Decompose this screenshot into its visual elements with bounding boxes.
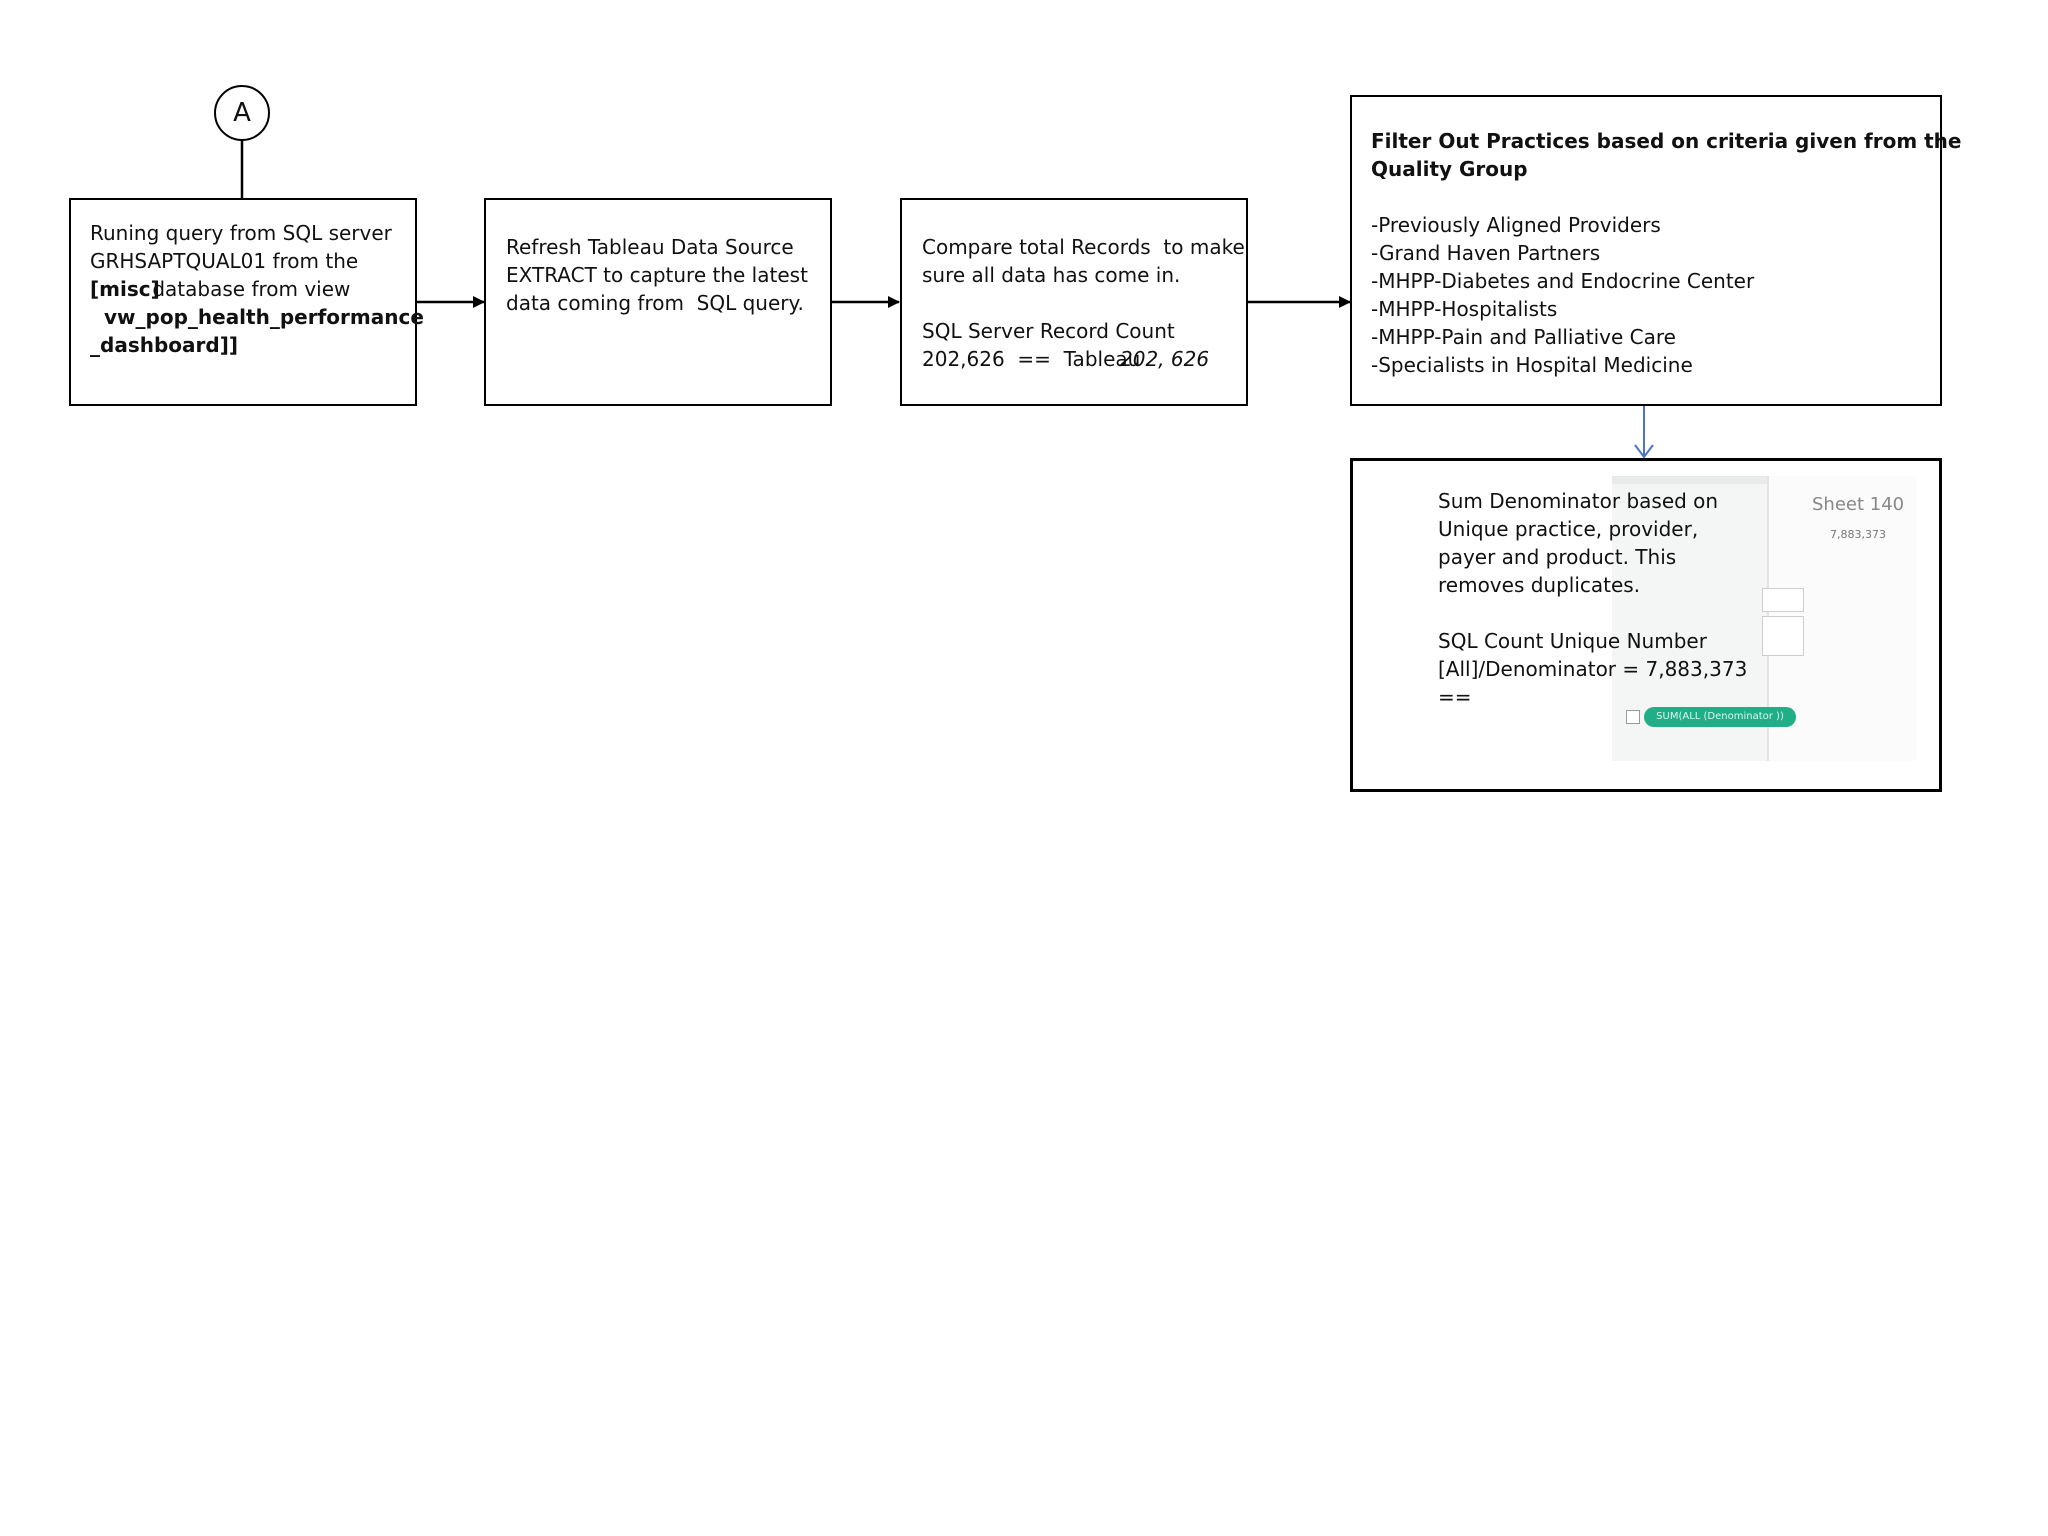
step4-item: -Previously Aligned Providers (1371, 213, 1661, 237)
step3-line1: Compare total Records to make (922, 235, 1245, 259)
step5-line6: [All]/Denominator = 7,883,373 (1438, 657, 1748, 681)
connector-label: A (233, 98, 251, 128)
snapshot-measure-pill: SUM(ALL (Denominator )) (1644, 707, 1796, 727)
snapshot-sheet-title: Sheet 140 (1812, 494, 1905, 515)
step2-line3: data coming from SQL query. (506, 291, 804, 315)
step4-title-line2: Quality Group (1371, 157, 1528, 181)
snapshot-toolbar (1612, 476, 1916, 484)
arrow-step4-step5-head (1634, 444, 1654, 459)
step1-box (69, 198, 417, 406)
step4-title-line1: Filter Out Practices based on criteria g… (1371, 129, 1962, 153)
step1-line1: Runing query from SQL server (90, 221, 392, 245)
step1-view-suffix: _dashboard]] (90, 333, 238, 357)
step2-box (484, 198, 832, 406)
step3-box (900, 198, 1248, 406)
step2-line2: EXTRACT to capture the latest (506, 263, 808, 287)
snapshot-field-icon (1626, 710, 1640, 724)
step5-line3: payer and product. This (1438, 545, 1677, 569)
step5-line4: removes duplicates. (1438, 573, 1641, 597)
snapshot-marks-card (1762, 616, 1804, 656)
step4-item: -MHPP-Hospitalists (1371, 297, 1558, 321)
snapshot-dropdown (1762, 588, 1804, 612)
step5-line5: SQL Count Unique Number (1438, 629, 1707, 653)
step5-line2: Unique practice, provider, (1438, 517, 1699, 541)
step3-line3: SQL Server Record Count (922, 319, 1175, 343)
step5-line1: Sum Denominator based on (1438, 489, 1719, 513)
step2-line1: Refresh Tableau Data Source (506, 235, 794, 259)
step3-count-sql: 202,626 == Tableau (922, 347, 1147, 371)
step1-line3: database from view (146, 277, 351, 301)
step1-line2: GRHSAPTQUAL01 from the (90, 249, 359, 273)
step1-db-name: [misc] (90, 277, 160, 301)
step4-item: -Specialists in Hospital Medicine (1371, 353, 1693, 377)
step1-view-name: vw_pop_health_performance (104, 305, 424, 329)
step4-box (1350, 95, 1942, 406)
step3-count-tableau: 202, 626 (1120, 347, 1210, 371)
tableau-snapshot: Sheet 140 7,883,373 SUM(ALL (Denominator… (1612, 476, 1916, 761)
step4-item: -Grand Haven Partners (1371, 241, 1601, 265)
step4-item: -MHPP-Pain and Palliative Care (1371, 325, 1676, 349)
step5-line7: == (1438, 685, 1472, 709)
step4-item: -MHPP-Diabetes and Endocrine Center (1371, 269, 1755, 293)
snapshot-sheet-value: 7,883,373 (1830, 528, 1886, 541)
step3-line2: sure all data has come in. (922, 263, 1181, 287)
